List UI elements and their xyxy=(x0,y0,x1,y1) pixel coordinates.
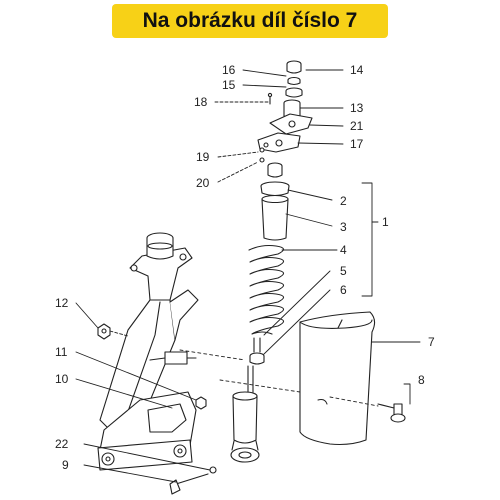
callout-1: 1 xyxy=(382,215,389,229)
callout-18: 18 xyxy=(194,95,208,109)
callout-3: 3 xyxy=(340,220,347,234)
callout-20: 20 xyxy=(196,176,210,190)
top-mount-parts xyxy=(257,60,313,163)
callout-2: 2 xyxy=(340,194,347,208)
callout-17: 17 xyxy=(350,137,364,151)
callout-leader-lines xyxy=(75,69,421,483)
callout-6: 6 xyxy=(340,283,347,297)
callout-numbers: 14 16 15 18 13 21 17 19 20 2 3 1 4 5 6 7… xyxy=(55,63,435,472)
callout-22: 22 xyxy=(55,437,69,451)
fasteners xyxy=(97,323,406,495)
callout-15: 15 xyxy=(222,78,236,92)
frame-bracket xyxy=(97,232,199,471)
callout-14: 14 xyxy=(350,63,364,77)
callout-10: 10 xyxy=(55,372,69,386)
callout-4: 4 xyxy=(340,243,347,257)
callout-8: 8 xyxy=(418,373,425,387)
callout-19: 19 xyxy=(196,150,210,164)
mudguard-part-7 xyxy=(299,311,376,446)
callout-7: 7 xyxy=(428,335,435,349)
banner-title: Na obrázku díl číslo 7 xyxy=(142,9,358,32)
callout-9: 9 xyxy=(62,458,69,472)
callout-21: 21 xyxy=(350,119,364,133)
callout-12: 12 xyxy=(55,296,69,310)
title-banner: Na obrázku díl číslo 7 xyxy=(112,4,388,38)
callout-16: 16 xyxy=(222,63,236,77)
callout-5: 5 xyxy=(340,264,347,278)
shock-absorber xyxy=(230,162,290,463)
callout-13: 13 xyxy=(350,101,364,115)
callout-11: 11 xyxy=(55,345,68,359)
